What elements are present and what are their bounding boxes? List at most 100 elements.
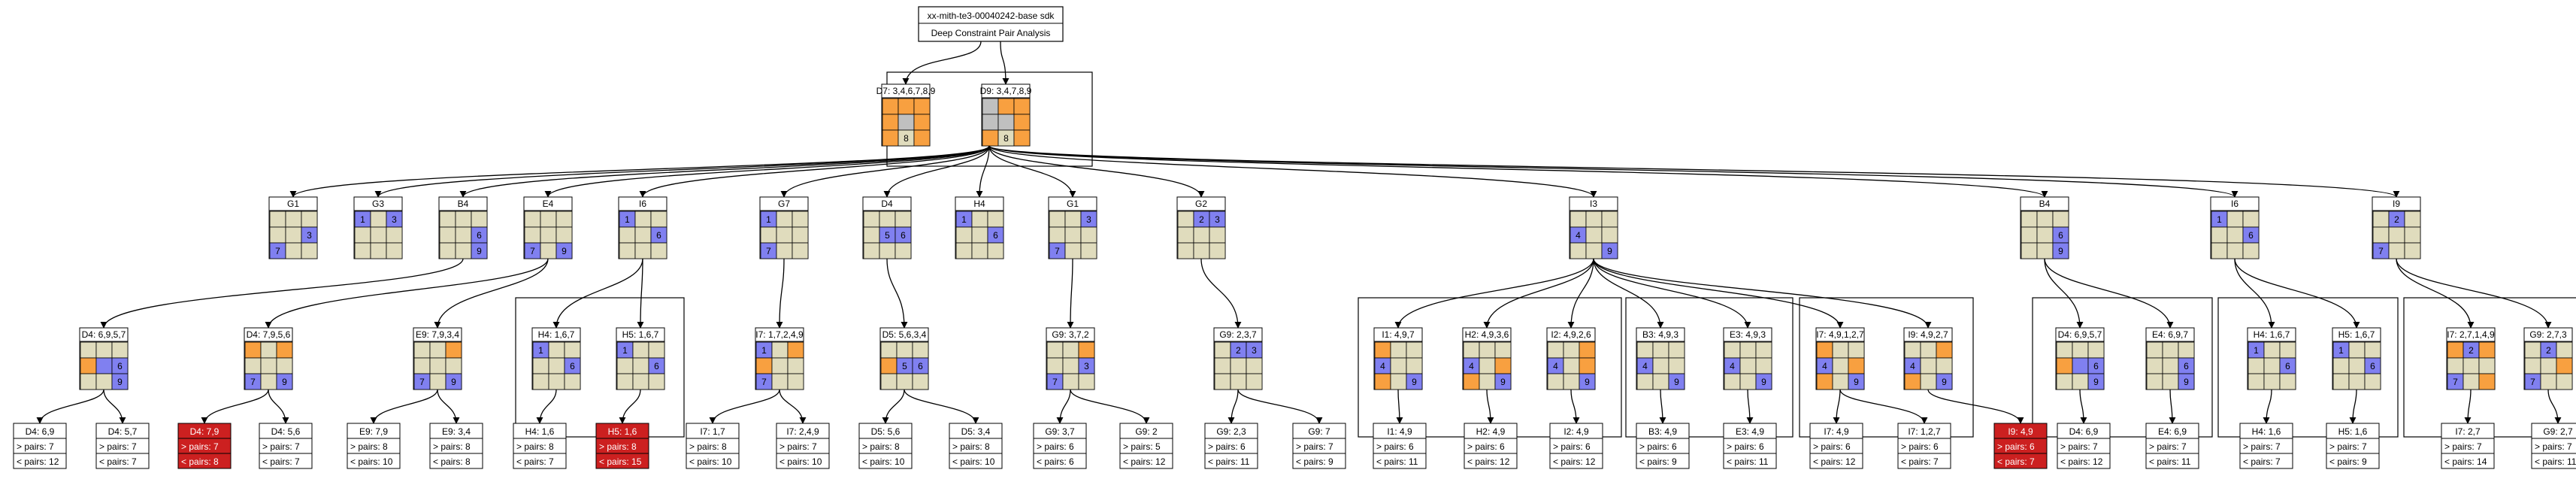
pair-node-i1: I1: 4,9,749 bbox=[1373, 327, 1423, 390]
candidate-digit: 1 bbox=[961, 214, 967, 225]
grid-cell bbox=[632, 357, 649, 374]
grid-cell bbox=[2332, 357, 2350, 374]
pair-node-h4b: H4: 1,6,716 bbox=[531, 327, 581, 390]
edge-top-g1 bbox=[289, 145, 990, 198]
grid-cell bbox=[1193, 226, 1210, 244]
grid-cell bbox=[2478, 341, 2496, 359]
grid-cell bbox=[2162, 373, 2179, 390]
edge-e9-l6 bbox=[437, 389, 460, 424]
grid-cell bbox=[2146, 373, 2163, 390]
grid-cell bbox=[1739, 373, 1757, 390]
grid-cell bbox=[1570, 242, 1587, 259]
grid-cell bbox=[2087, 373, 2105, 390]
leaf-line-1: I7: 1,2,7 bbox=[1908, 426, 1941, 437]
leaf-line-2: > pairs: 7 bbox=[2243, 441, 2281, 452]
candidate-digit: 4 bbox=[1822, 361, 1827, 371]
node-label: D5: 5,6,3,4 bbox=[882, 329, 927, 340]
leaf-result-l22: I7: 4,9> pairs: 6< pairs: 12 bbox=[1809, 423, 1863, 469]
grid-cell bbox=[955, 242, 973, 259]
leaf-line-1: I7: 2,4,9 bbox=[786, 426, 819, 437]
grid-cell bbox=[1062, 373, 1079, 390]
leaf-line-2: > pairs: 6 bbox=[1813, 441, 1851, 452]
edge-top-g3 bbox=[374, 145, 990, 198]
leaf-line-1: H5: 1,6 bbox=[2338, 426, 2368, 437]
grid-cell bbox=[370, 242, 387, 259]
leaf-line-3: < pairs: 10 bbox=[779, 456, 822, 467]
leaf-result-l24: I9: 4,9> pairs: 6< pairs: 7 bbox=[1993, 423, 2048, 469]
grid-cell bbox=[982, 98, 999, 115]
grid-cell bbox=[532, 373, 549, 390]
leaf-line-3: < pairs: 15 bbox=[599, 456, 642, 467]
candidate-digit: 3 bbox=[1215, 214, 1220, 225]
leaf-line-2: > pairs: 6 bbox=[1037, 441, 1074, 452]
grid-cell bbox=[879, 242, 896, 259]
leaf-line-1: H5: 1,6 bbox=[608, 426, 637, 437]
grid-cell bbox=[2211, 242, 2228, 259]
candidate-digit: 6 bbox=[570, 361, 575, 371]
grid-cell bbox=[439, 226, 456, 244]
candidate-digit: 6 bbox=[656, 230, 661, 241]
grid-cell bbox=[1585, 226, 1603, 244]
grid-cell bbox=[1209, 242, 1226, 259]
pair-node-d4b: D4: 6,9,5,769 bbox=[79, 327, 129, 390]
grid-cell bbox=[2540, 373, 2557, 390]
grid-cell bbox=[111, 341, 129, 359]
edge-g7-i7a bbox=[776, 258, 785, 329]
edge-h2-l18 bbox=[1486, 389, 1494, 424]
grid-cell bbox=[1652, 373, 1669, 390]
candidate-digit: 2 bbox=[2546, 345, 2551, 356]
candidate-digit: 3 bbox=[1252, 345, 1257, 356]
edge-e3-l21 bbox=[1746, 389, 1754, 424]
edge-g9a-l14 bbox=[1070, 389, 1150, 424]
grid-cell bbox=[616, 373, 634, 390]
grid-cell bbox=[880, 341, 898, 359]
leaf-result-l6: E9: 3,4> pairs: 8< pairs: 8 bbox=[429, 423, 483, 469]
grid-cell bbox=[1832, 357, 1849, 374]
grid-cell bbox=[540, 226, 557, 244]
grid-cell bbox=[1049, 226, 1066, 244]
grid-cell bbox=[386, 226, 403, 244]
candidate-digit: 9 bbox=[1761, 377, 1766, 387]
node-cluster-7 bbox=[2217, 297, 2399, 438]
pair-node-i7c: I7: 2,7,1,4,927 bbox=[2446, 327, 2496, 390]
grid-cell bbox=[2332, 373, 2350, 390]
grid-cell bbox=[354, 242, 371, 259]
grid-cell bbox=[1177, 211, 1194, 228]
edge-i3-e3 bbox=[1593, 258, 1751, 329]
grid-cell bbox=[471, 211, 488, 228]
grid-cell bbox=[1936, 341, 1953, 359]
leaf-result-l26: E4: 6,9> pairs: 7< pairs: 11 bbox=[2145, 423, 2199, 469]
grid-cell bbox=[1579, 357, 1596, 374]
grid-cell bbox=[1062, 357, 1079, 374]
grid-cell bbox=[1390, 373, 1407, 390]
grid-cell bbox=[1832, 373, 1849, 390]
leaf-line-3: < pairs: 8 bbox=[181, 456, 219, 467]
edge-b3-l20 bbox=[1659, 389, 1666, 424]
grid-cell bbox=[1078, 341, 1095, 359]
candidate-digit: 9 bbox=[117, 377, 123, 387]
grid-cell bbox=[1013, 98, 1031, 115]
grid-cell bbox=[1652, 357, 1669, 374]
leaf-result-l5: E9: 7,9> pairs: 8< pairs: 10 bbox=[347, 423, 401, 469]
grid-cell bbox=[354, 226, 371, 244]
pair-node-e3: E3: 4,9,349 bbox=[1723, 327, 1772, 390]
candidate-digit: 4 bbox=[1910, 361, 1915, 371]
grid-cell bbox=[2146, 357, 2163, 374]
leaf-line-2: > pairs: 5 bbox=[1123, 441, 1161, 452]
leaf-line-3: < pairs: 12 bbox=[1813, 456, 1856, 467]
edge-top-b4b bbox=[988, 145, 2048, 198]
grid-cell bbox=[2478, 357, 2496, 374]
grid-cell bbox=[634, 226, 652, 244]
grid-cell bbox=[2348, 357, 2366, 374]
grid-cell bbox=[792, 242, 809, 259]
candidate-digit: 6 bbox=[2058, 230, 2063, 241]
leaf-line-2: > pairs: 8 bbox=[350, 441, 388, 452]
leaf-result-l3: D4: 7,9> pairs: 7< pairs: 8 bbox=[177, 423, 232, 469]
node-label: I1: 4,9,7 bbox=[1382, 329, 1415, 340]
grid-cell bbox=[2279, 373, 2296, 390]
grid-cell bbox=[301, 242, 318, 259]
leaf-line-2: > pairs: 8 bbox=[599, 441, 637, 452]
leaf-line-1: B3: 4,9 bbox=[1648, 426, 1677, 437]
